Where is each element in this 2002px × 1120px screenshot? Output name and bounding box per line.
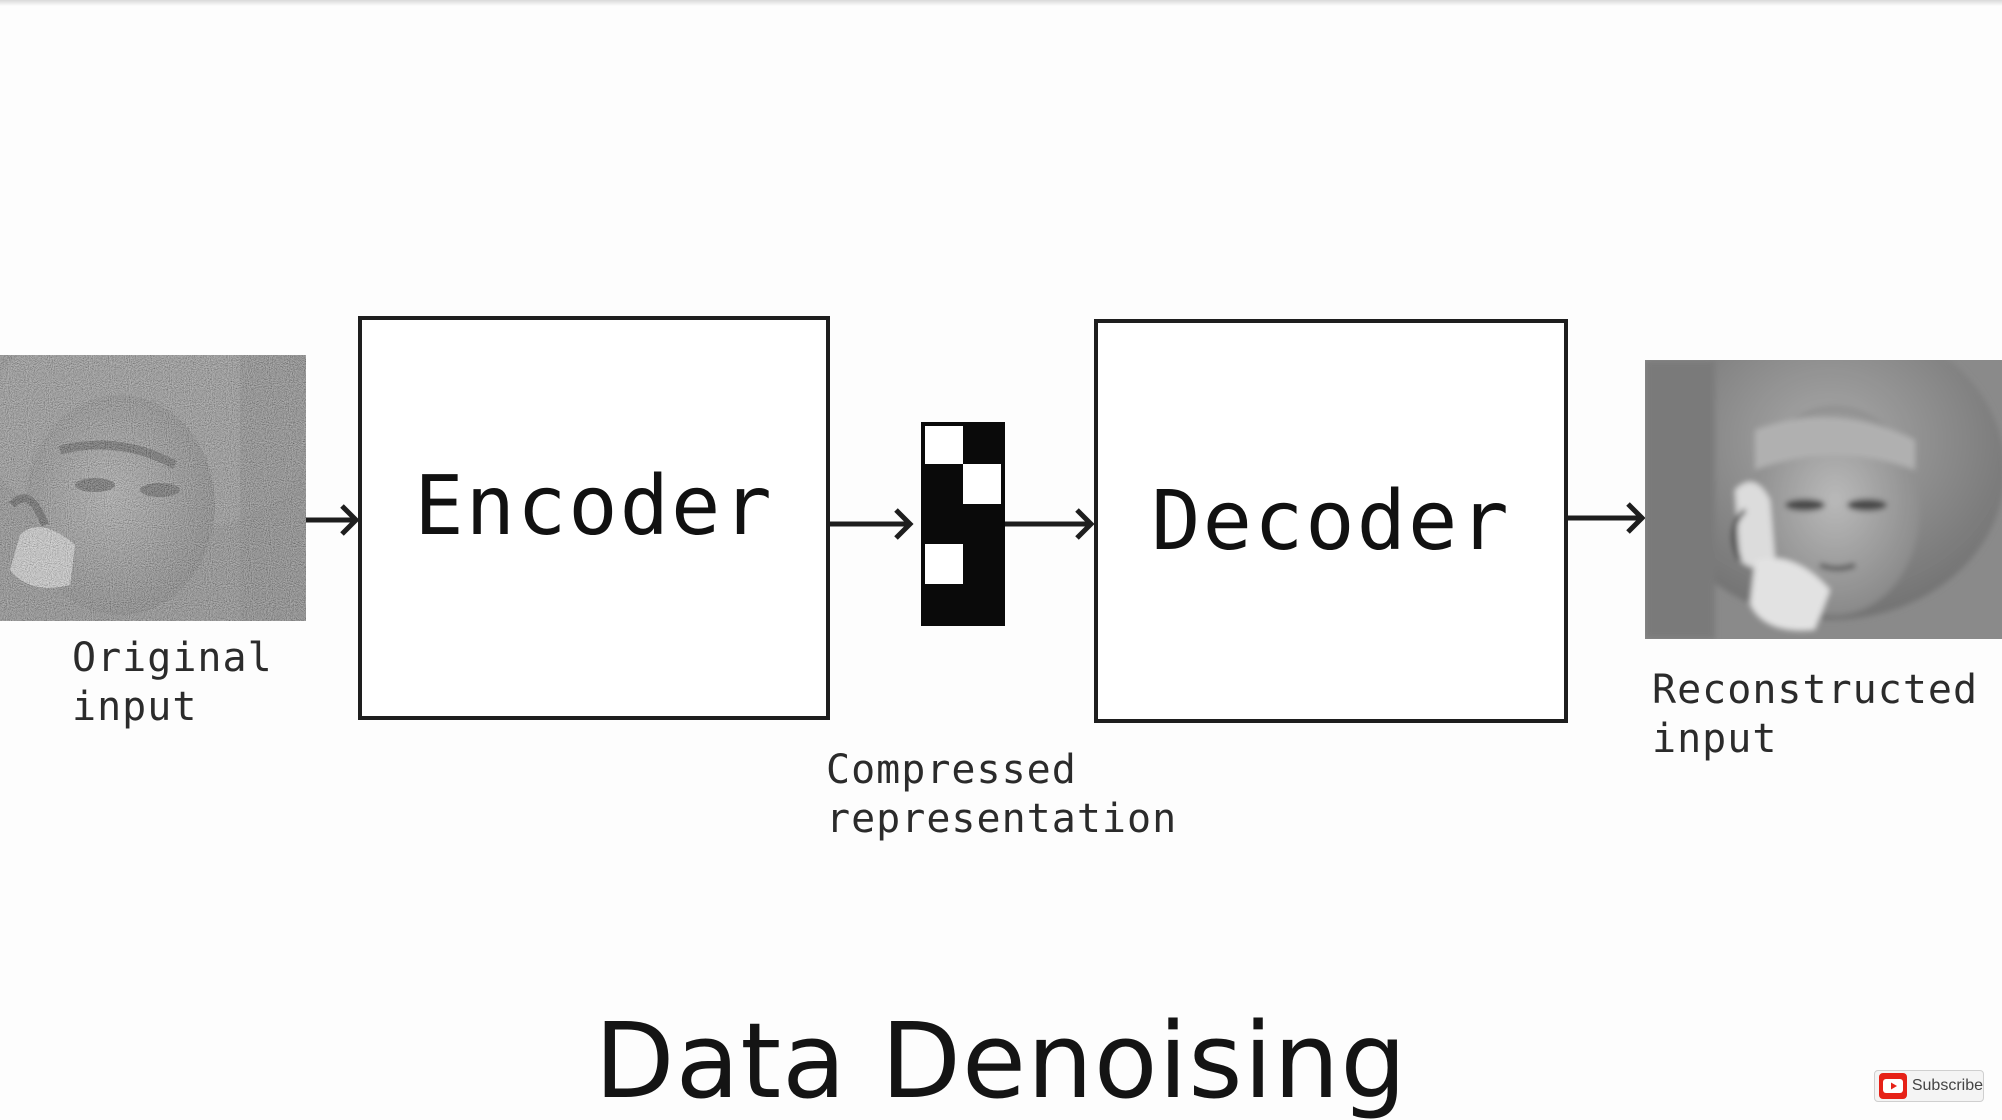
code-cell [963, 544, 1003, 584]
original-input-caption: Original input [72, 635, 273, 730]
encoder-label: Encoder [414, 458, 774, 554]
code-cell [923, 584, 963, 624]
arrow-code-to-decoder [1005, 508, 1095, 540]
original-input-image [0, 355, 306, 621]
reconstructed-input-image [1645, 360, 2002, 639]
code-cell [923, 424, 963, 464]
slide-title: Data Denoising [594, 1000, 1408, 1120]
code-grid-outline [921, 422, 1005, 626]
arrow-encoder-to-code [830, 508, 914, 540]
youtube-play-icon [1879, 1073, 1907, 1099]
code-cell [963, 464, 1003, 504]
code-cell [923, 504, 963, 544]
arrow-decoder-to-output [1568, 502, 1646, 534]
code-cell [963, 584, 1003, 624]
code-cell [923, 544, 963, 584]
code-cell [923, 464, 963, 504]
arrow-original-to-encoder [306, 504, 360, 536]
subscribe-button[interactable]: Subscribe [1874, 1070, 1984, 1102]
reconstructed-input-caption: Reconstructed input [1652, 667, 1979, 762]
code-cell [963, 424, 1003, 464]
compressed-code-grid [921, 422, 1005, 626]
code-cell [963, 504, 1003, 544]
compressed-representation-caption: Compressed representation [826, 747, 1178, 842]
decoder-box: Decoder [1094, 319, 1568, 723]
decoder-label: Decoder [1151, 473, 1511, 569]
encoder-box: Encoder [358, 316, 830, 720]
subscribe-label: Subscribe [1911, 1077, 1983, 1094]
top-shadow [0, 0, 2002, 6]
